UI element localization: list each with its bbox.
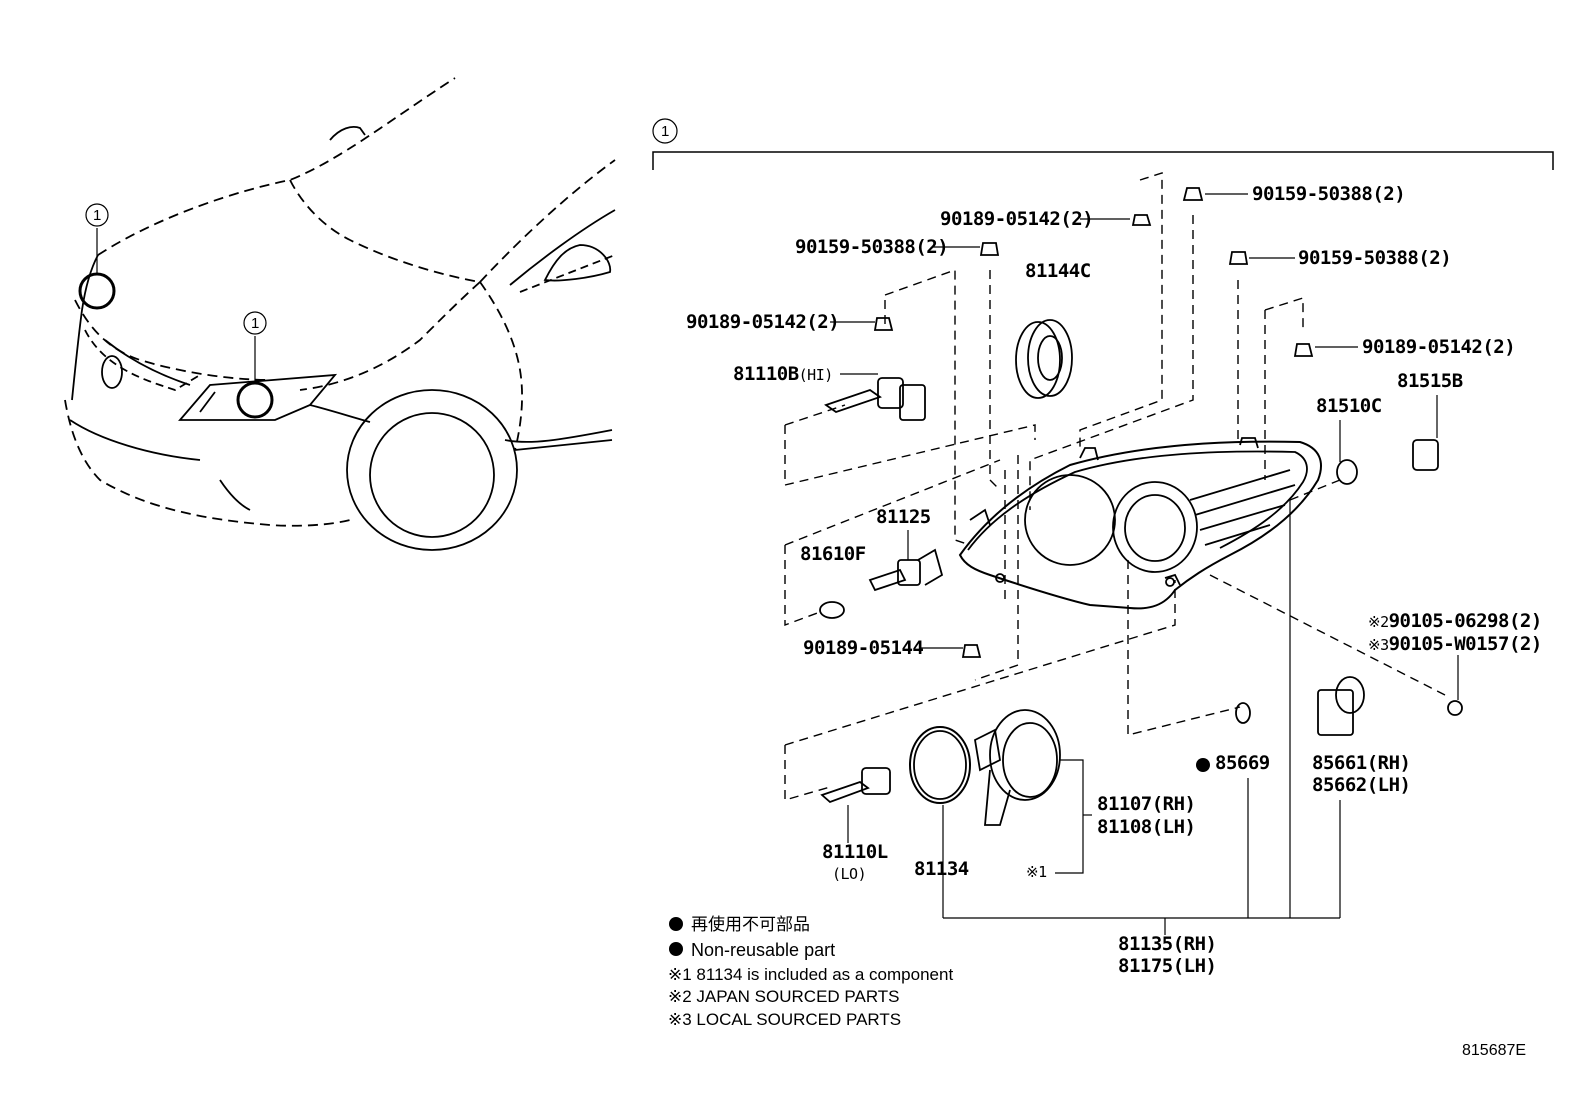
part-81110l-lo: (LO) — [832, 865, 867, 883]
legend-note-2: ※2 JAPAN SOURCED PARTS — [668, 987, 900, 1006]
part-85662-lh[interactable]: 85662(LH) — [1312, 774, 1411, 796]
legend-note-3: ※3 LOCAL SOURCED PARTS — [668, 1010, 902, 1029]
note-mark-1: ※1 — [1026, 863, 1047, 881]
leader-lines — [830, 193, 1459, 935]
part-90105-w0157-number: 90105-W0157(2) — [1388, 633, 1543, 655]
part-90159-50388-top[interactable]: 90159-50388(2) — [1252, 183, 1406, 205]
non-reusable-markers — [669, 758, 1210, 956]
part-90189-05144[interactable]: 90189-05144 — [803, 637, 924, 659]
diagram-code: 815687E — [1462, 1042, 1527, 1059]
part-81175-lh[interactable]: 81175(LH) — [1118, 955, 1217, 977]
part-81144c[interactable]: 81144C — [1025, 260, 1091, 282]
part-90159-50388-left[interactable]: 90159-50388(2) — [795, 236, 949, 258]
part-81110b-number: 81110B — [733, 363, 799, 385]
part-90159-50388-right[interactable]: 90159-50388(2) — [1298, 247, 1452, 269]
part-85661-rh[interactable]: 85661(RH) — [1312, 752, 1411, 774]
part-81135-rh[interactable]: 81135(RH) — [1118, 933, 1217, 955]
components — [819, 187, 1463, 826]
mark-local: ※3 — [1368, 636, 1389, 654]
legend-nonreusable-jp: 再使用不可部品 — [691, 915, 810, 934]
callout-1-headlamp-left: 1 — [93, 207, 102, 224]
part-81110l[interactable]: 81110L — [822, 841, 888, 863]
part-85669[interactable]: 85669 — [1215, 752, 1270, 774]
part-81107-rh[interactable]: 81107(RH) — [1097, 793, 1196, 815]
part-90189-05142-top[interactable]: 90189-05142(2) — [940, 208, 1094, 230]
part-90105-06298-number: 90105-06298(2) — [1388, 610, 1543, 632]
car-callouts — [78, 203, 274, 419]
assembly-lines — [784, 172, 1446, 801]
part-90105-w0157[interactable]: ※390105-W0157(2) — [1368, 635, 1542, 654]
part-81125[interactable]: 81125 — [876, 506, 931, 528]
part-81610f[interactable]: 81610F — [800, 543, 866, 565]
part-90189-05142-left[interactable]: 90189-05142(2) — [686, 311, 840, 333]
group-frame — [652, 118, 1554, 170]
part-81134[interactable]: 81134 — [914, 858, 969, 880]
part-90105-06298[interactable]: ※290105-06298(2) — [1368, 612, 1542, 631]
callout-1-group: 1 — [661, 123, 670, 140]
part-81515b[interactable]: 81515B — [1397, 370, 1463, 392]
mark-japan: ※2 — [1368, 613, 1389, 631]
legend-nonreusable-en: Non-reusable part — [691, 940, 836, 960]
callout-1-headlamp-right: 1 — [251, 315, 260, 332]
part-81108-lh[interactable]: 81108(LH) — [1097, 816, 1196, 838]
car-illustration — [64, 77, 616, 551]
part-81510c[interactable]: 81510C — [1316, 395, 1382, 417]
part-81110b-hi: (HI) — [798, 366, 834, 384]
headlamp-housing — [958, 437, 1322, 610]
part-90189-05142-right[interactable]: 90189-05142(2) — [1362, 336, 1516, 358]
part-81110b[interactable]: 81110B(HI) — [733, 365, 833, 384]
legend-note-1: ※1 81134 is included as a component — [668, 965, 954, 984]
